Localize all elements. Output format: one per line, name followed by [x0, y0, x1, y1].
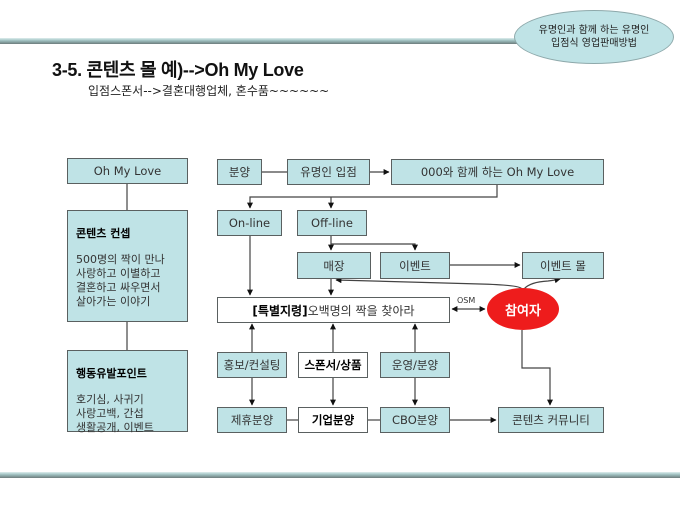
concept-line: 결혼하고 싸우면서 — [76, 281, 161, 294]
operation-bunyang-label: 운영/분양 — [391, 358, 439, 372]
participant-label: 참여자 — [505, 303, 541, 319]
promo-consulting-box: 홍보/컨설팅 — [217, 352, 287, 378]
event-label: 이벤트 — [399, 258, 431, 273]
behavior-line: 호기심, 사귀기 — [76, 393, 144, 406]
sponsor-goods-box: 스폰서/상품 — [298, 352, 368, 378]
online-label: On-line — [228, 216, 271, 230]
content-community-label: 콘텐츠 커뮤니티 — [512, 413, 590, 427]
top-rule — [0, 38, 530, 44]
operation-bunyang-box: 운영/분양 — [380, 352, 450, 378]
behavior-line: 생활공개, 이벤트 — [76, 421, 154, 434]
line-participant-eventmall — [523, 277, 561, 290]
with-celebrity-box: 000와 함께 하는 Oh My Love — [391, 159, 604, 185]
line-offline-event — [331, 243, 418, 251]
corporate-bunyang-box: 기업분양 — [298, 407, 368, 433]
event-mall-label: 이벤트 몰 — [540, 258, 586, 273]
badge-line-2: 입점식 영업판매방법 — [551, 38, 637, 49]
event-mall-box: 이벤트 몰 — [522, 252, 604, 279]
celebrity-entry-label: 유명인 입점 — [300, 165, 357, 179]
corporate-bunyang-label: 기업분양 — [311, 413, 355, 427]
offline-label: Off-line — [311, 216, 353, 230]
mission-box: [특별지령]오백명의 짝을 찾아라 — [217, 297, 450, 323]
bunyang-label: 분양 — [228, 165, 251, 179]
behavior-heading: 행동유발포인트 — [76, 367, 147, 380]
line-participant-community — [521, 330, 553, 406]
behavior-line: 사랑고백, 간섭 — [76, 407, 144, 420]
participant-oval: 참여자 — [487, 288, 559, 330]
bottom-rule — [0, 472, 680, 478]
bunyang-box: 분양 — [217, 159, 262, 185]
affiliate-bunyang-label: 제휴분양 — [230, 413, 274, 427]
concept-box: 콘텐츠 컨셉 500명의 짝이 만나 사랑하고 이별하고 결혼하고 싸우면서 살… — [67, 210, 188, 322]
event-box: 이벤트 — [380, 252, 450, 279]
concept-line: 사랑하고 이별하고 — [76, 267, 161, 280]
online-box: On-line — [217, 210, 282, 236]
promo-consulting-label: 홍보/컨설팅 — [223, 358, 281, 372]
cbo-bunyang-label: CBO분양 — [392, 413, 438, 427]
cbo-bunyang-box: CBO분양 — [380, 407, 450, 433]
concept-line: 500명의 짝이 만나 — [76, 253, 165, 266]
brand-box: Oh My Love — [67, 158, 188, 184]
brand-label: Oh My Love — [93, 164, 162, 178]
mission-label: 오백명의 짝을 찾아라 — [307, 303, 415, 318]
line-participant-store — [335, 277, 523, 290]
store-box: 매장 — [297, 252, 371, 279]
header-badge: 유명인과 함께 하는 유명인 입점식 영업판매방법 — [514, 10, 674, 64]
content-community-box: 콘텐츠 커뮤니티 — [498, 407, 604, 433]
concept-body: 500명의 짝이 만나 사랑하고 이별하고 결혼하고 싸우면서 살아가는 이야기 — [76, 253, 165, 309]
osm-label: OSM — [457, 296, 476, 305]
badge-line-1: 유명인과 함께 하는 유명인 — [538, 25, 650, 36]
line-with-to-channels — [247, 184, 498, 209]
behavior-body: 호기심, 사귀기 사랑고백, 간섭 생활공개, 이벤트 — [76, 393, 154, 435]
with-celebrity-label: 000와 함께 하는 Oh My Love — [420, 165, 575, 179]
celebrity-entry-box: 유명인 입점 — [287, 159, 370, 185]
mission-bold-label: [특별지령] — [252, 303, 308, 318]
affiliate-bunyang-box: 제휴분양 — [217, 407, 287, 433]
offline-box: Off-line — [297, 210, 367, 236]
store-label: 매장 — [323, 258, 345, 273]
concept-heading: 콘텐츠 컨셉 — [76, 227, 131, 240]
behavior-box: 행동유발포인트 호기심, 사귀기 사랑고백, 간섭 생활공개, 이벤트 — [67, 350, 188, 435]
concept-line: 살아가는 이야기 — [76, 295, 151, 308]
page-title: 3-5. 콘텐츠 몰 예)-->Oh My Love — [52, 60, 304, 80]
sponsor-goods-label: 스폰서/상품 — [304, 358, 362, 372]
page-subtitle: 입점스폰서-->결혼대행업체, 혼수품~~~~~~ — [88, 84, 330, 98]
